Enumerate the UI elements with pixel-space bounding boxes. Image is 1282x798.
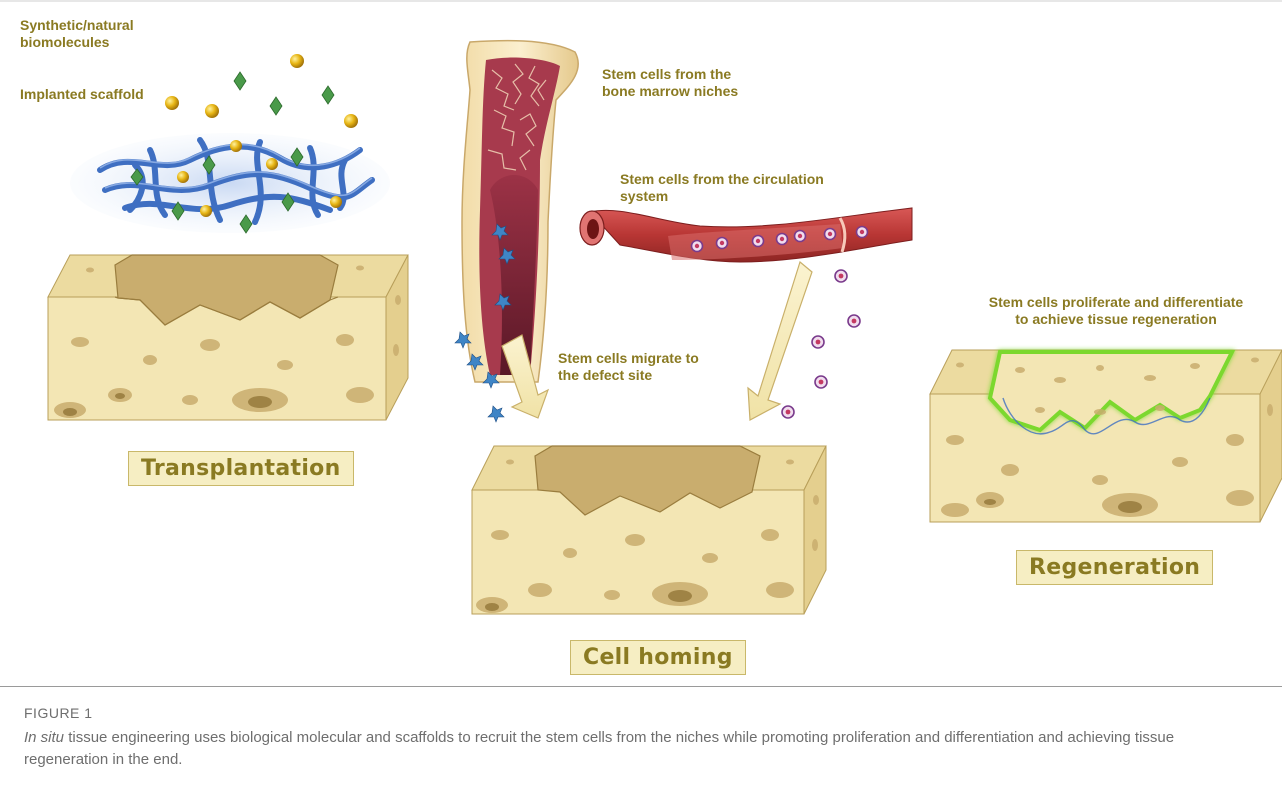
bone-marrow-label: Stem cells from the bone marrow niches [602, 66, 822, 100]
caption-divider [0, 686, 1282, 687]
transplantation-panel [48, 54, 408, 420]
scaffold-label: Implanted scaffold [20, 86, 200, 103]
figure-number: FIGURE 1 [24, 705, 93, 721]
biomolecules-label: Synthetic/natural biomolecules [20, 17, 190, 51]
cell-homing-stage-label: Cell homing [570, 640, 746, 675]
circulation-label: Stem cells from the circulation system [620, 171, 900, 205]
in-situ-tissue-engineering-diagram [0, 0, 1282, 690]
proliferate-label: Stem cells proliferate and differentiate… [966, 294, 1266, 328]
figure-caption: In situ tissue engineering uses biologic… [24, 727, 1234, 771]
tissue-block-transplantation [48, 255, 408, 420]
caption-body: tissue engineering uses biological molec… [24, 729, 1174, 768]
transplantation-stage-label: Transplantation [128, 451, 354, 486]
arrow-from-circulation [748, 262, 812, 420]
migrate-label: Stem cells migrate to the defect site [558, 350, 758, 384]
tissue-block-regeneration [930, 350, 1282, 522]
tissue-block-homing [472, 446, 826, 614]
caption-italic: In situ [24, 729, 64, 746]
regeneration-stage-label: Regeneration [1016, 550, 1213, 585]
circulation-source [580, 208, 912, 420]
